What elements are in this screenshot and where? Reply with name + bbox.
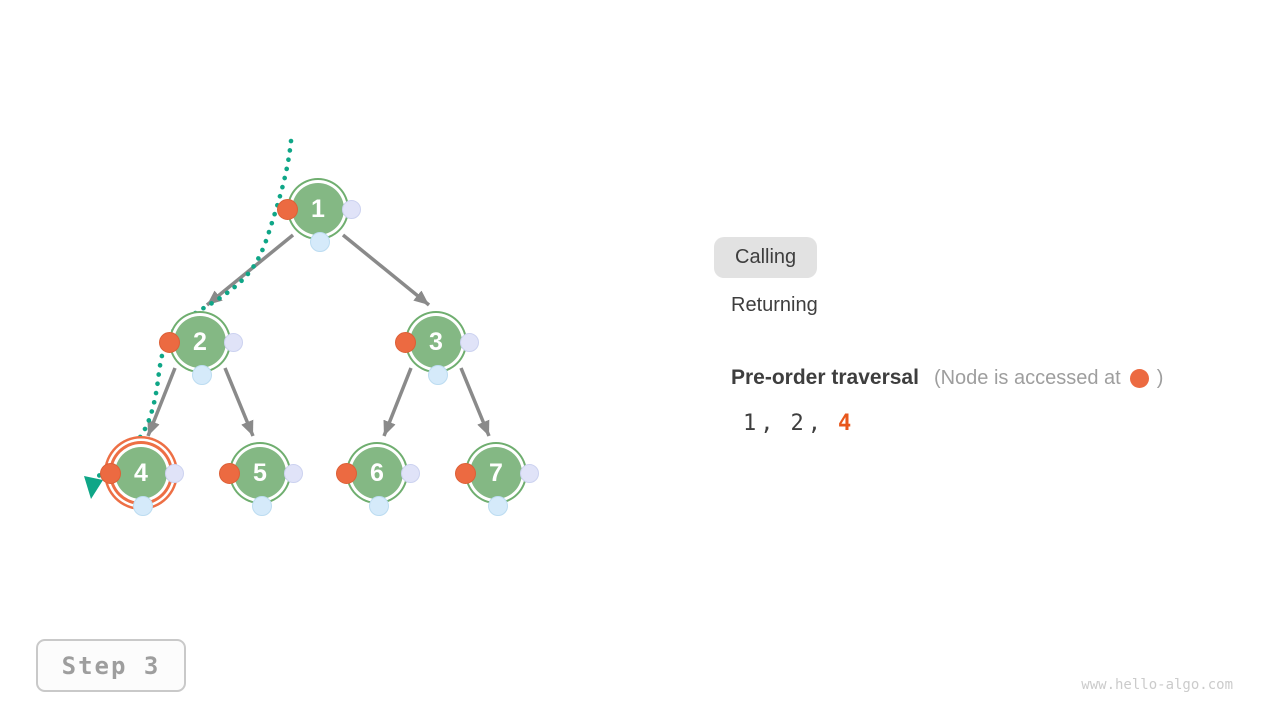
inorder-marker-dot: [428, 365, 448, 385]
access-dot-icon: [1129, 368, 1149, 388]
sequence-item: 2: [790, 411, 804, 436]
traversal-note-prefix: (Node is accessed at: [933, 366, 1121, 389]
postorder-marker-dot: [459, 332, 479, 352]
tree-edges: [146, 233, 491, 437]
node-value: 4: [134, 458, 148, 487]
postorder-marker-dot: [223, 332, 243, 352]
postorder-marker-dot: [519, 463, 539, 483]
traversal-header: Pre-order traversal (Node is accessed at…: [731, 366, 1163, 390]
traversal-note-suffix: ): [1156, 366, 1164, 389]
tree-node-5: 5: [234, 447, 286, 499]
tree-node-1: 1: [292, 183, 344, 235]
call-stack-path: [93, 138, 294, 481]
tree-edge: [341, 233, 431, 307]
inorder-marker-dot: [488, 496, 508, 516]
watermark: www.hello-algo.com: [1081, 677, 1233, 693]
traversal-note: (Node is accessed at ): [934, 367, 1163, 390]
tree-edge: [382, 367, 413, 437]
tree-node-2: 2: [174, 316, 226, 368]
legend-calling-chip[interactable]: Calling: [714, 237, 818, 278]
preorder-access-dot: [394, 331, 416, 353]
traversal-title: Pre-order traversal: [731, 366, 919, 389]
node-value: 3: [429, 327, 443, 356]
tree-node-4: 4: [115, 447, 167, 499]
postorder-marker-dot: [341, 199, 361, 219]
preorder-access-dot: [335, 462, 357, 484]
tree-node-7: 7: [470, 447, 522, 499]
preorder-access-dot: [99, 462, 121, 484]
sequence-separator: ,: [760, 411, 774, 436]
tree-node-6: 6: [351, 447, 403, 499]
tree-edge: [459, 367, 491, 437]
node-value: 1: [311, 194, 325, 223]
tree-edge: [205, 233, 295, 307]
sequence-item: 1: [743, 411, 757, 436]
tree-edge: [223, 367, 255, 437]
node-value: 5: [253, 458, 267, 487]
tree-node-3: 3: [410, 316, 462, 368]
preorder-access-dot: [158, 331, 180, 353]
node-value: 6: [370, 458, 384, 487]
postorder-marker-dot: [164, 463, 184, 483]
sequence-item: 4: [838, 411, 852, 436]
preorder-access-dot: [218, 462, 240, 484]
tree-edge: [146, 367, 177, 437]
inorder-marker-dot: [310, 232, 330, 252]
inorder-marker-dot: [252, 496, 272, 516]
sequence-separator: ,: [807, 411, 821, 436]
inorder-marker-dot: [133, 496, 153, 516]
call-stack-arrowhead-icon: [84, 476, 103, 499]
node-value: 7: [489, 458, 503, 487]
traversal-sequence: 1,2,4: [743, 411, 851, 436]
legend-returning-label[interactable]: Returning: [731, 294, 818, 316]
node-value: 2: [193, 327, 207, 356]
preorder-access-dot: [454, 462, 476, 484]
inorder-marker-dot: [192, 365, 212, 385]
postorder-marker-dot: [283, 463, 303, 483]
preorder-access-dot: [276, 198, 298, 220]
step-indicator[interactable]: Step 3: [36, 639, 186, 692]
inorder-marker-dot: [369, 496, 389, 516]
postorder-marker-dot: [400, 463, 420, 483]
